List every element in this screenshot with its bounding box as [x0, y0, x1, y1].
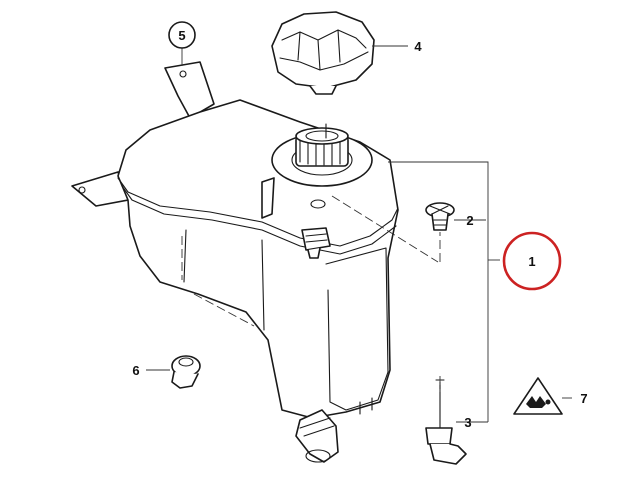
callout-3: 3 [464, 415, 471, 430]
svg-text:3: 3 [464, 415, 471, 430]
callout-4: 4 [414, 39, 422, 54]
svg-text:2: 2 [466, 213, 473, 228]
callout-6: 6 [132, 363, 139, 378]
callout-2: 2 [466, 213, 473, 228]
callout-7: 7 [580, 391, 587, 406]
bleed-screw [425, 202, 455, 231]
svg-text:4: 4 [414, 39, 422, 54]
rubber-grommet [171, 355, 201, 389]
svg-text:7: 7 [580, 391, 587, 406]
callout-1: 1 [502, 231, 562, 291]
svg-text:6: 6 [132, 363, 139, 378]
expansion-tank [71, 61, 399, 463]
svg-text:1: 1 [528, 254, 535, 269]
filler-cap [271, 11, 375, 95]
callout-5: 5 [168, 21, 196, 49]
leader-lines [146, 45, 572, 423]
svg-text:5: 5 [178, 28, 185, 43]
hot-coolant-warning-triangle-icon [513, 377, 563, 415]
